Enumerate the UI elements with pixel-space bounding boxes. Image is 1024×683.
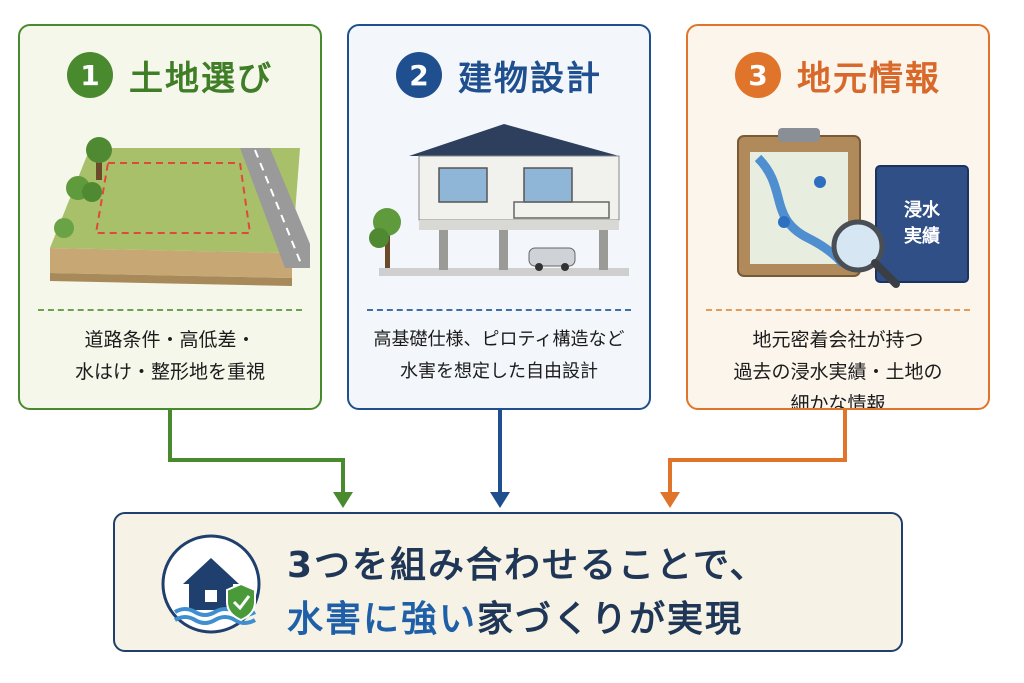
land-plot-illustration	[50, 137, 310, 286]
result-highlight: 水害に強い	[287, 599, 478, 640]
dashed-divider	[706, 309, 970, 311]
card-title: 土地選び	[129, 58, 273, 99]
result-box: 3つを組み合わせることで、 水害に強い家づくりが実現	[113, 512, 903, 652]
arrow-blue-head	[490, 492, 510, 508]
card-description: 地元密着会社が持つ 過去の浸水実績・土地の 細かな情報	[733, 329, 943, 410]
result-line-2: 水害に強い家づくりが実現	[287, 590, 743, 642]
step-number-badge: 3	[735, 52, 781, 98]
book-label-line2: 実績	[904, 225, 940, 247]
card-header: 1 土地選び	[20, 48, 320, 102]
card-description: 道路条件・高低差・ 水はけ・整形地を重視	[74, 329, 265, 383]
arrow-orange-head	[660, 492, 680, 508]
arrow-green-head	[333, 492, 353, 508]
card-local-information: 3 地元情報 浸水 実績 地元密着会社が持つ 過去の浸水実績・土地の 細かな情報	[686, 24, 990, 410]
card-description: 高基礎仕様、ピロティ構造など 水害を想定した自由設計	[373, 329, 625, 382]
piloti-house-illustration	[369, 124, 629, 276]
card-header: 3 地元情報	[688, 48, 988, 102]
arrow-green	[168, 410, 345, 496]
arrow-orange	[668, 410, 847, 496]
result-line-1: 3つを組み合わせることで、	[287, 545, 768, 586]
book-label-line1: 浸水	[904, 199, 941, 221]
card-header: 2 建物設計	[349, 48, 649, 102]
dashed-divider	[367, 309, 631, 311]
dashed-divider	[38, 309, 302, 311]
card-land-selection: 1 土地選び 道路条件・高低差・ 水はけ・整形地を重視	[18, 24, 322, 410]
result-line-2-rest: 家づくりが実現	[477, 599, 744, 640]
card-title: 建物設計	[458, 58, 602, 99]
house-shield-icon	[161, 534, 261, 634]
step-number-badge: 2	[396, 52, 442, 98]
card-building-design: 2 建物設計 高基礎仕様、ピロティ構造など 水害を想定した自由設計	[347, 24, 651, 410]
step-number-badge: 1	[67, 52, 113, 98]
card-title: 地元情報	[797, 58, 941, 99]
map-and-flood-record-illustration: 浸水 実績	[737, 128, 969, 288]
